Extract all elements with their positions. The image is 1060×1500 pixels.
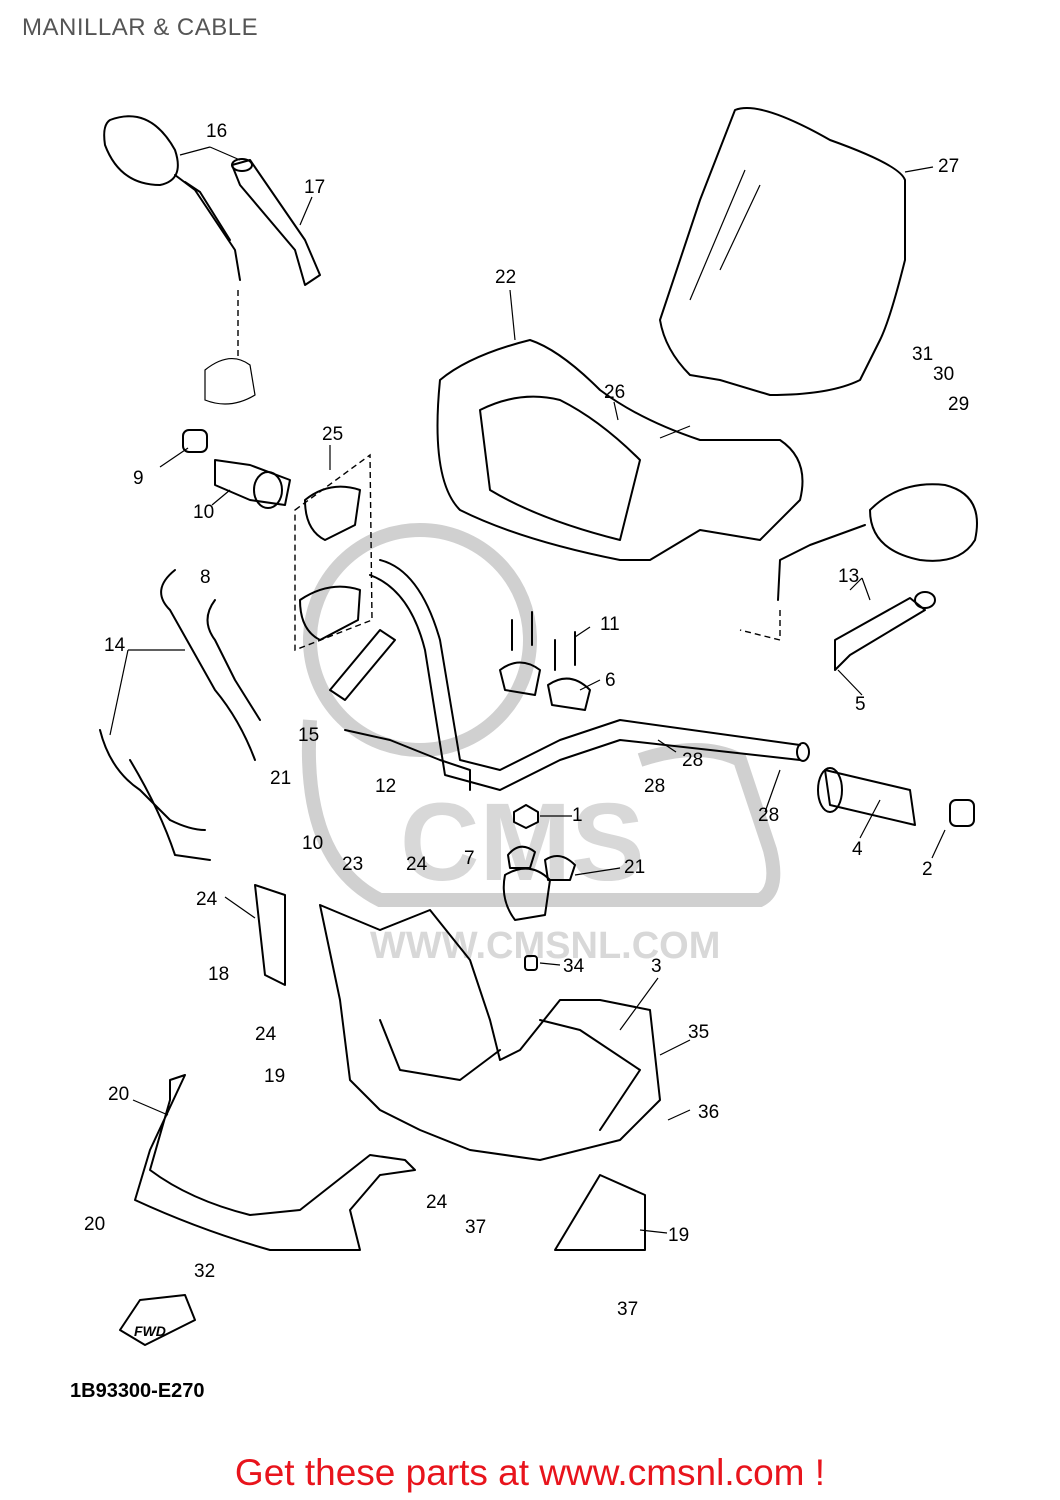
callout-number: 18 (208, 964, 229, 985)
callout-number: 22 (495, 267, 516, 288)
callout-number: 34 (563, 956, 585, 977)
callout-number: 19 (264, 1066, 285, 1087)
callout-number: 21 (624, 857, 645, 878)
callout-number: 20 (84, 1214, 105, 1235)
callout-number: 28 (758, 805, 779, 826)
callout-number: 29 (948, 394, 969, 415)
mirror-right (777, 483, 978, 601)
windscreen (659, 107, 906, 396)
small-cover (554, 1174, 646, 1251)
callout-number: 30 (933, 364, 954, 385)
callout-number: 37 (617, 1299, 638, 1320)
cms-watermark: CMS WWW.CMSNL.COM (301, 523, 781, 967)
callout-number: 1 (572, 805, 583, 826)
callout-number: 5 (855, 694, 866, 715)
grip-right (817, 767, 916, 826)
callout-number: 7 (464, 848, 475, 869)
callout-number: 24 (196, 889, 218, 910)
callout-number: 20 (108, 1084, 129, 1105)
under-cover (134, 1074, 416, 1251)
callout-number: 3 (651, 956, 662, 977)
front-cover (319, 904, 661, 1161)
nut (513, 804, 539, 829)
watermark-brand: CMS (400, 781, 644, 904)
callout-number: 28 (644, 776, 665, 797)
callout-number: 10 (302, 833, 323, 854)
mirror-cover-left (231, 158, 321, 286)
callout-number: 10 (193, 502, 214, 523)
callout-number: 24 (406, 854, 428, 875)
callout-number: 21 (270, 768, 291, 789)
callout-number: 14 (104, 635, 126, 656)
callout-number: 13 (838, 566, 859, 587)
leader-lines (109, 146, 946, 1234)
callout-number: 31 (912, 344, 933, 365)
callout-number: 23 (342, 854, 363, 875)
callout-number: 35 (688, 1022, 709, 1043)
callout-number: 9 (133, 468, 144, 489)
page-title: MANILLAR & CABLE (22, 14, 259, 41)
callout-number: 26 (604, 382, 625, 403)
callout-number: 28 (682, 750, 703, 771)
handlebar-holder-upper (499, 611, 591, 711)
callout-number: 27 (938, 156, 959, 177)
bar-end-left (182, 429, 208, 453)
switch-housing (294, 453, 373, 652)
callout-number: 24 (255, 1024, 277, 1045)
damper (524, 955, 538, 971)
callout-number: 8 (200, 567, 211, 588)
callout-number: 19 (668, 1225, 689, 1246)
diagram-code: 1B93300-E270 (70, 1380, 205, 1402)
callout-number: 32 (194, 1261, 215, 1282)
mirror-left (103, 115, 241, 281)
bar-end-right (949, 799, 975, 827)
callout-number: 2 (922, 859, 933, 880)
callout-number: 11 (600, 614, 620, 635)
throttle-cables (99, 569, 261, 861)
exploded-parts-diagram: CMS WWW.CMSNL.COM (84, 107, 978, 1346)
callout-number: 25 (322, 424, 343, 445)
side-cover (254, 884, 286, 986)
handlebar-holder-lower (502, 845, 576, 921)
callout-number: 24 (426, 1192, 448, 1213)
fwd-label: FWD (134, 1323, 166, 1339)
callout-number: 36 (698, 1102, 719, 1123)
cta-link[interactable]: Get these parts at www.cmsnl.com ! (234, 1452, 826, 1493)
watermark-url: WWW.CMSNL.COM (370, 925, 720, 967)
fwd-arrow: FWD (119, 1294, 196, 1346)
mirror-cover-right (834, 591, 936, 671)
upper-cowl (436, 339, 804, 561)
callout-number: 12 (375, 776, 396, 797)
callout-number: 6 (605, 670, 616, 691)
callout-number: 37 (465, 1217, 486, 1238)
grip-left (214, 459, 291, 509)
callout-number: 16 (206, 121, 227, 142)
handlebar (329, 559, 810, 791)
callout-number: 17 (304, 177, 325, 198)
callout-number: 15 (298, 725, 319, 746)
callout-number: 4 (852, 839, 863, 860)
